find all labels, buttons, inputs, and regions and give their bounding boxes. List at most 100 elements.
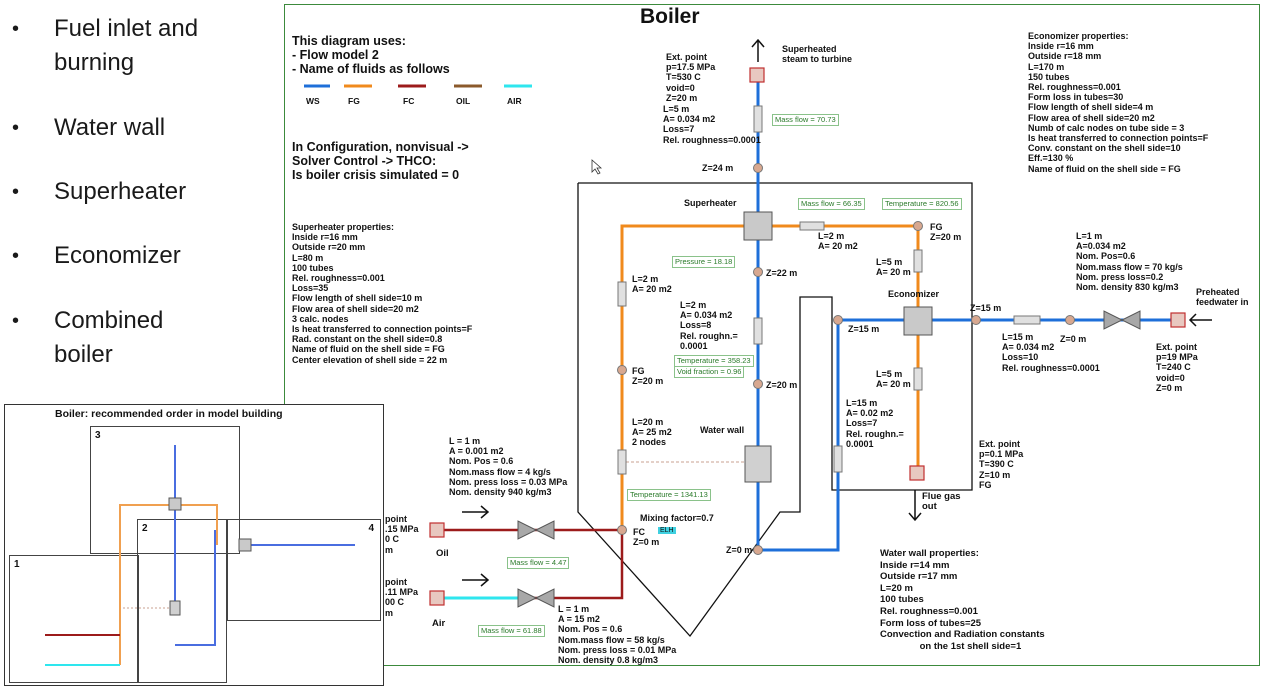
- boundary-points: [429, 67, 1186, 606]
- panel-number: 4: [368, 523, 374, 534]
- economizer-properties: Economizer properties: Inside r=16 mm Ou…: [1028, 31, 1209, 174]
- flue-out-label: Flue gas out: [922, 491, 961, 513]
- legend-fc-label: FC: [403, 96, 415, 106]
- flue-arrow: [908, 490, 922, 522]
- temperature-sh-tag: Temperature = 820.56: [882, 198, 962, 210]
- node: [913, 221, 923, 231]
- feed-valve: [1103, 310, 1141, 330]
- mass-flow-oil-tag: Mass flow = 4.47: [507, 557, 570, 569]
- z0-feed-label: Z=0 m: [1060, 334, 1087, 344]
- node: [617, 365, 627, 375]
- furnace-outline: [577, 182, 973, 638]
- pipe-fg-left-label: L=2 m A= 20 m2: [632, 274, 672, 295]
- node: [971, 315, 981, 325]
- ext-point-top: Ext. point p=17.5 MPa T=530 C void=0 Z=2…: [666, 52, 716, 103]
- node: [617, 525, 627, 535]
- valve-air-label: L = 1 m A = 15 m2 Nom. Pos = 0.6 Nom.mas…: [558, 604, 677, 666]
- furnace-wall: [577, 182, 973, 638]
- legend-ws-label: WS: [306, 96, 320, 106]
- boundary-point: [1170, 312, 1186, 328]
- build-order-inset: Boiler: recommended order in model build…: [4, 404, 384, 686]
- bullet-item: •Combined boiler: [12, 304, 254, 372]
- mass-flow-top-tag: Mass flow = 70.73: [772, 114, 839, 126]
- inset-panel-4: 4: [227, 519, 381, 621]
- pipe-elements: [617, 105, 1041, 475]
- steam-arrow: [751, 38, 765, 62]
- bullet-text: Economizer: [54, 242, 181, 269]
- panel-number: 2: [142, 523, 148, 534]
- pipe-ww-fg-label: L=20 m A= 25 m2 2 nodes: [632, 417, 672, 448]
- pipe-element: [799, 221, 825, 231]
- node: [753, 545, 763, 555]
- mini-waterwall: [169, 600, 181, 616]
- node: [753, 379, 763, 389]
- pipe-element: [833, 445, 843, 473]
- mass-flow-sh-tag: Mass flow = 66.35: [798, 198, 865, 210]
- bullet-item: •Superheater: [12, 175, 254, 209]
- pipe-element: [913, 367, 923, 391]
- fc-air-line: [530, 530, 624, 600]
- oil-arrow: [462, 505, 490, 519]
- pipe-element: [753, 105, 763, 133]
- diagram-frame: [284, 4, 1260, 666]
- legend-air-label: AIR: [507, 96, 522, 106]
- mixing-factor-label: Mixing factor=0.7: [640, 513, 714, 523]
- diagram-title: Boiler: [640, 5, 700, 28]
- superheater-block: [743, 211, 773, 241]
- panel-number: 3: [95, 430, 101, 441]
- air-valve: [517, 588, 555, 608]
- pipe-element: [617, 449, 627, 475]
- oil-valve: [517, 520, 555, 540]
- valve-oil-label: L = 1 m A = 0.001 m2 Nom. Pos = 0.6 Nom.…: [449, 436, 568, 498]
- pipe-element: [1013, 315, 1041, 325]
- preheated-feedwater-label: Preheated feedwater in: [1196, 287, 1249, 308]
- boundary-point: [429, 590, 445, 606]
- usage-note: This diagram uses: - Flow model 2 - Name…: [292, 34, 450, 76]
- air-point-label: point .11 MPa 00 C m: [385, 577, 419, 618]
- oil-label: Oil: [436, 548, 449, 559]
- temperature-fc-tag: Temperature = 1341.13: [627, 489, 711, 501]
- z22-label: Z=22 m: [766, 268, 798, 278]
- bullet-item: •Economizer: [12, 239, 254, 273]
- heat-exchangers: [743, 211, 933, 483]
- z0-bottom-label: Z=0 m: [726, 545, 753, 555]
- ext-point-flue: Ext. point p=0.1 MPa T=390 C Z=10 m FG: [979, 439, 1024, 490]
- inset-title: Boiler: recommended order in model build…: [55, 408, 283, 420]
- panel-number: 1: [14, 559, 20, 570]
- legend-oil-label: OIL: [456, 96, 471, 106]
- z15-left-label: Z=15 m: [848, 324, 880, 334]
- superheater-properties: Superheater properties: Inside r=16 mm O…: [292, 222, 473, 365]
- pipe-feed-label: L=15 m A= 0.034 m2 Loss=10 Rel. roughnes…: [1002, 332, 1100, 373]
- valve-feed-label: L=1 m A=0.034 m2 Nom. Pos=0.6 Nom.mass f…: [1076, 231, 1183, 293]
- bullet-text: Fuel inlet and burning: [54, 15, 199, 76]
- fg-node-label: FG Z=20 m: [930, 222, 962, 243]
- fg-left-label: FG Z=20 m: [632, 366, 664, 387]
- pipe-sh-fg-label: L=2 m A= 20 m2: [818, 231, 858, 252]
- direction-arrows: [462, 38, 1212, 587]
- bullet-text: Superheater: [54, 178, 187, 205]
- nodes: [617, 163, 1075, 555]
- bullet-item: •Fuel inlet and burning: [12, 12, 254, 80]
- ws-eco-to-ww: [758, 318, 918, 552]
- inset-panel-1: 1: [9, 555, 139, 683]
- valves: [517, 310, 1141, 608]
- superheater-label: Superheater: [684, 198, 737, 208]
- cursor-icon: [591, 159, 603, 175]
- fc-cyan-tag: ELH: [658, 527, 676, 534]
- mini-ws-return: [175, 530, 216, 646]
- economizer-block: [903, 306, 933, 336]
- bullet-item: •Water wall: [12, 111, 254, 145]
- inset-panel-3: 3: [90, 426, 240, 554]
- boundary-point: [429, 522, 445, 538]
- boundary-point: [909, 465, 925, 481]
- pipe-fg-down-label: L=5 m A= 20 m: [876, 257, 911, 278]
- node: [833, 315, 843, 325]
- z24-label: Z=24 m: [702, 163, 734, 173]
- z15-right-label: Z=15 m: [970, 303, 1002, 313]
- air-arrow: [462, 573, 490, 587]
- pipe-eco-ww-label: L=15 m A= 0.02 m2 Loss=7 Rel. roughn.= 0…: [846, 398, 904, 449]
- z20-mid-label: Z=20 m: [766, 380, 798, 390]
- bullet-text: Water wall: [54, 114, 166, 141]
- mini-superheater: [168, 497, 182, 511]
- legend-fg-label: FG: [348, 96, 360, 106]
